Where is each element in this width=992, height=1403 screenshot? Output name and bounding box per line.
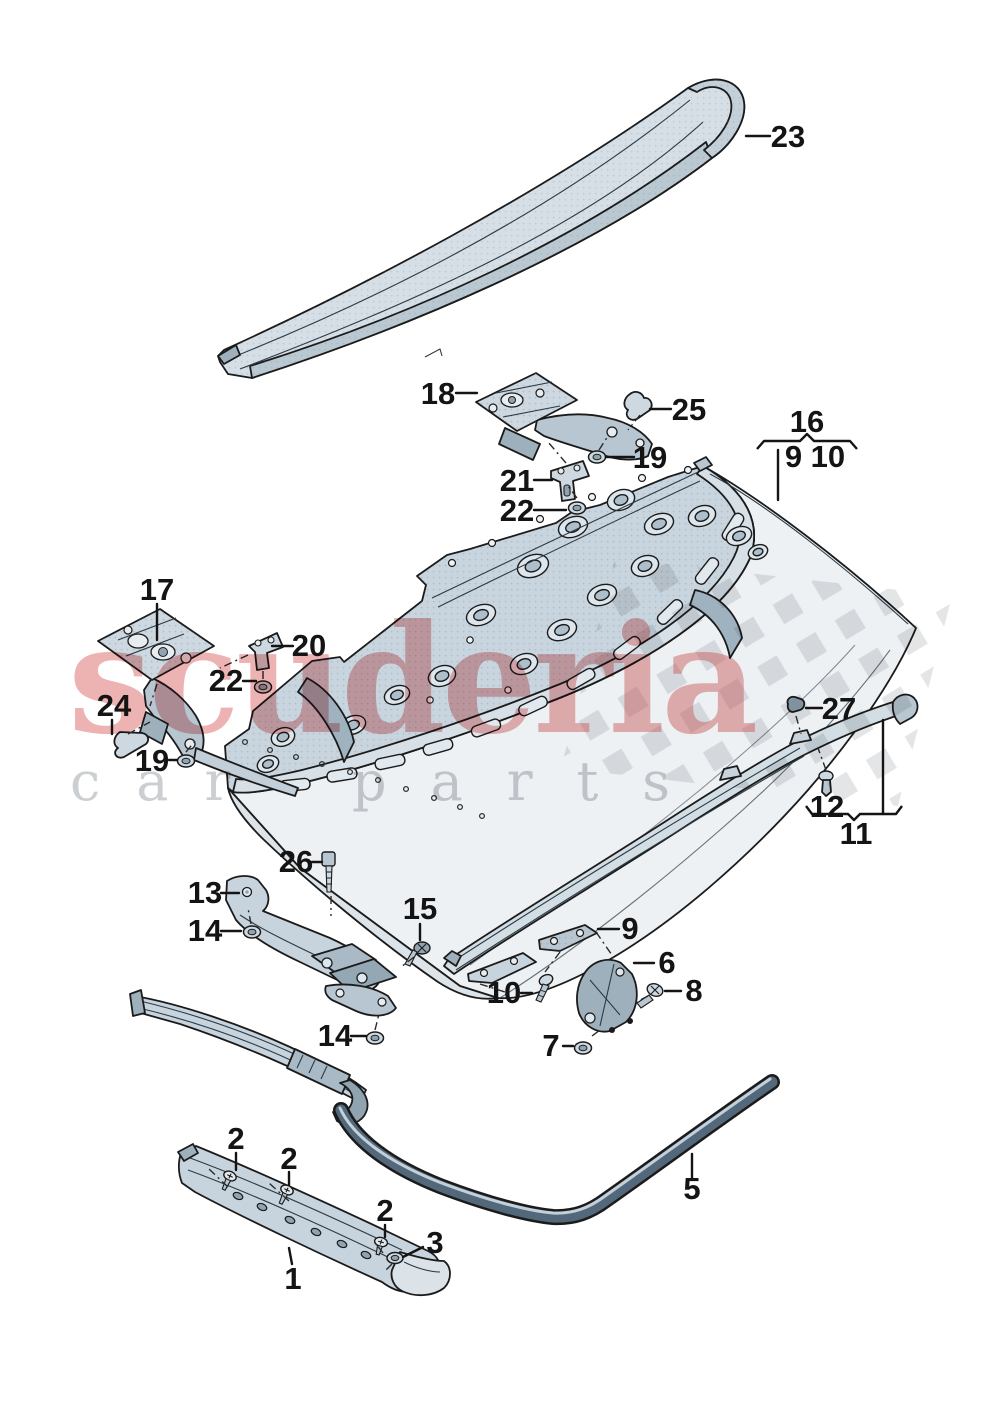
nut-part-7 (573, 1041, 593, 1055)
nut-part-14b (365, 1031, 385, 1045)
panel-small-holes (426, 465, 693, 704)
screw-part-2a (221, 1170, 237, 1191)
hinge-assembly-part-18 (475, 372, 653, 515)
callout-13: 13 (188, 875, 222, 910)
callout-17: 17 (140, 572, 174, 607)
callout-12: 12 (810, 789, 844, 824)
callout-9: 9 (621, 911, 638, 946)
screw-part-8 (636, 983, 664, 1009)
callout-15: 15 (403, 891, 437, 926)
callout-5: 5 (683, 1171, 700, 1206)
hinge-receiver-left (297, 677, 355, 763)
callout-leader-lines (110, 134, 903, 1266)
bracket-assembly-part-13 (225, 851, 431, 1045)
watermark-brand: scuderia (68, 592, 755, 768)
callout-19-left: 19 (135, 743, 169, 778)
nut-part-19-upper (587, 450, 607, 464)
callout-23: 23 (771, 119, 805, 154)
callout-26: 26 (279, 844, 313, 879)
screw-part-2c (373, 1236, 389, 1256)
screw-part-10 (535, 973, 554, 1003)
checkered-flag (561, 558, 952, 806)
callout-7: 7 (542, 1028, 559, 1063)
hinge-assembly-part-17 (97, 608, 299, 797)
callout-6: 6 (658, 945, 675, 980)
callout-9-10: 9 10 (785, 439, 845, 474)
callout-labels: 23 18 25 19 21 22 16 9 10 17 20 22 24 19… (97, 119, 873, 1296)
watermark-word-car: car (70, 750, 266, 813)
watermark: scuderia car parts (68, 558, 952, 813)
callout-2b: 2 (280, 1141, 297, 1176)
callout-11: 11 (840, 816, 873, 851)
callout-22-upper: 22 (500, 493, 534, 528)
stud-part-26 (321, 851, 336, 893)
spoiler-part-23 (217, 78, 746, 379)
nut-part-22-left (253, 680, 273, 694)
latch-mount-assembly (467, 924, 664, 1055)
brace-group-16 (756, 432, 858, 450)
callout-20: 20 (292, 628, 326, 663)
callout-24: 24 (97, 688, 132, 723)
hem-rivets (241, 738, 486, 820)
callout-2a: 2 (227, 1121, 244, 1156)
nut-part-3 (386, 1251, 404, 1265)
lower-rail-part-1 (177, 1143, 451, 1297)
callout-25: 25 (672, 392, 706, 427)
callout-27: 27 (822, 691, 856, 726)
center-rail (129, 989, 369, 1126)
callout-8: 8 (685, 973, 702, 1008)
callout-14-upper: 14 (188, 913, 223, 948)
callout-3: 3 (426, 1225, 443, 1260)
callout-16: 16 (790, 404, 824, 439)
callout-19-upper: 19 (633, 440, 667, 475)
fasteners-2-3 (208, 1168, 404, 1273)
clip-part-25 (623, 391, 653, 421)
callout-22-left: 22 (209, 663, 243, 698)
callout-14-lower: 14 (318, 1018, 353, 1053)
callout-10: 10 (487, 975, 521, 1010)
seal-part-5 (333, 1074, 780, 1226)
watermark-word-parts: parts (352, 750, 714, 813)
nut-part-14a (242, 925, 262, 939)
clip-part-24 (113, 731, 149, 759)
nut-part-19-left (176, 754, 196, 768)
callout-21: 21 (500, 463, 534, 498)
callout-18: 18 (421, 376, 455, 411)
callout-2c: 2 (376, 1193, 393, 1228)
nut-part-22-upper (567, 501, 587, 515)
callout-1: 1 (284, 1261, 301, 1296)
brace-group-11 (805, 805, 903, 822)
